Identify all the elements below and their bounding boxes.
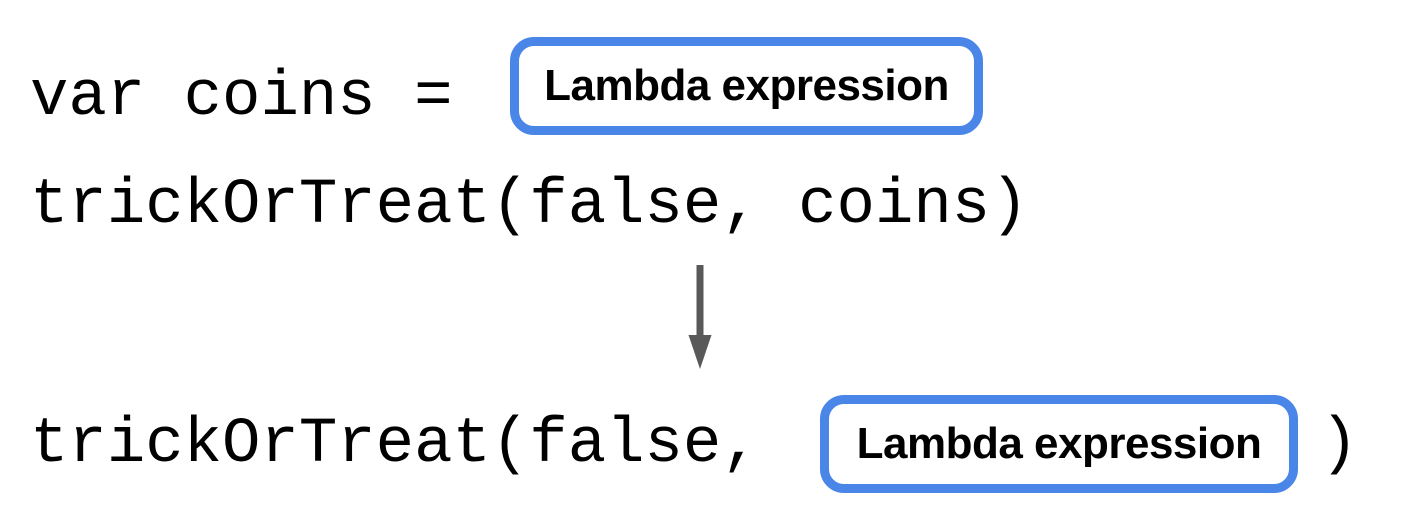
code-inlined-call-prefix: trickOrTreat(false, [30,409,760,481]
lambda-expression-label-inlined: Lambda expression [856,419,1262,468]
arrow-head [688,335,712,369]
lambda-expression-label: Lambda expression [544,61,949,110]
arrow-down-icon [688,265,712,369]
code-inlined-call-suffix: ) [1320,409,1359,481]
lambda-expression-box: Lambda expression [510,37,983,135]
code-assignment: var coins = [30,62,453,134]
lambda-expression-box-inlined: Lambda expression [820,395,1298,493]
code-call-with-variable: trickOrTreat(false, coins) [30,170,1029,242]
